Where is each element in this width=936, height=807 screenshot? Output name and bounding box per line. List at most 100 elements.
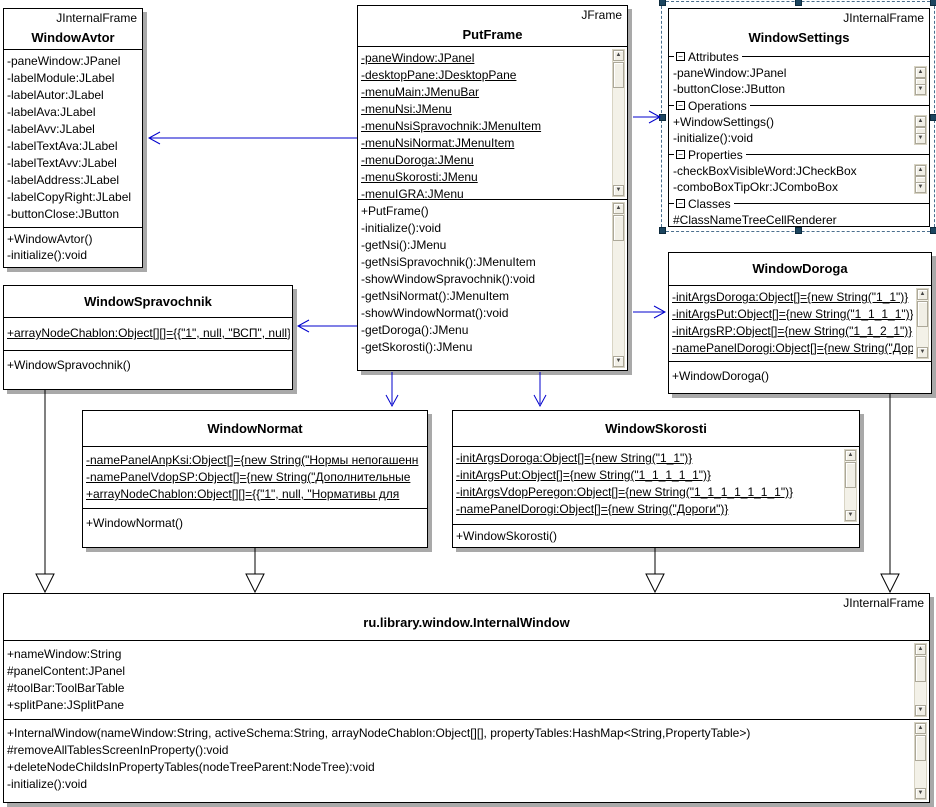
scroll-down-button[interactable]: ▼ <box>917 347 928 358</box>
scroll-up-icon: ▲ <box>917 646 924 652</box>
vertical-scrollbar[interactable]: ▲ ▼ <box>914 66 927 96</box>
attribute-row: #panelContent:JPanel <box>7 664 126 678</box>
attribute-row: -menuSkorosti:JMenu <box>361 170 478 184</box>
section-label: Classes <box>688 196 731 211</box>
attributes-compartment: -initArgsDoroga:Object[]={new String("1_… <box>453 447 859 525</box>
class-box-internalwindow[interactable]: JInternalFrame ru.library.window.Interna… <box>3 593 930 803</box>
class-title: JInternalFrame WindowAvtor <box>4 9 142 50</box>
attribute-row: +nameWindow:String <box>7 647 122 661</box>
section-items: +WindowSettings() -initialize():void ▲ ▼ <box>669 113 929 147</box>
attribute-row: -namePanelDorogi:Object[]={new String("Д… <box>672 341 913 355</box>
selection-handle-bottom-right[interactable] <box>930 227 936 234</box>
scrollbar-thumb[interactable] <box>845 462 856 488</box>
scroll-up-button[interactable]: ▲ <box>915 644 926 655</box>
scroll-up-button[interactable]: ▲ <box>915 165 926 176</box>
collapse-icon[interactable]: − <box>676 52 685 61</box>
vertical-scrollbar[interactable]: ▲ ▼ <box>914 115 927 145</box>
scroll-down-button[interactable]: ▼ <box>915 133 926 144</box>
attribute-row: -labelTextAva:JLabel <box>7 139 118 153</box>
section-header-properties: − Properties <box>669 147 929 162</box>
scroll-up-icon: ▲ <box>615 52 622 58</box>
collapse-icon[interactable]: − <box>676 199 685 208</box>
scroll-up-button[interactable]: ▲ <box>915 116 926 127</box>
methods-compartment: +WindowNormat() <box>83 509 427 547</box>
scrollbar-thumb[interactable] <box>613 215 624 241</box>
scroll-down-button[interactable]: ▼ <box>915 84 926 95</box>
class-name: ru.library.window.InternalWindow <box>363 615 570 630</box>
methods-compartment: +InternalWindow(nameWindow:String, activ… <box>4 720 929 802</box>
method-row: +WindowSpravochnik() <box>7 358 131 372</box>
selection-handle-top-middle[interactable] <box>795 0 802 6</box>
scroll-up-button[interactable]: ▲ <box>845 450 856 461</box>
scroll-down-button[interactable]: ▼ <box>613 356 624 367</box>
selection-handle-right-middle[interactable] <box>930 114 936 121</box>
class-box-putframe[interactable]: JFrame PutFrame -paneWindow:JPanel -desk… <box>357 5 628 371</box>
method-row: -getNsiSpravochnik():JMenuItem <box>361 255 536 269</box>
attribute-row: -labelTextAvv:JLabel <box>7 156 117 170</box>
selection-handle-bottom-middle[interactable] <box>795 227 802 234</box>
attribute-row: -initArgsDoroga:Object[]={new String("1_… <box>456 451 693 465</box>
selection-handle-bottom-left[interactable] <box>659 227 666 234</box>
vertical-scrollbar[interactable]: ▲ ▼ <box>844 449 857 522</box>
attributes-compartment: +arrayNodeChablon:Object[][]={{"1", null… <box>4 318 292 351</box>
scroll-up-button[interactable]: ▲ <box>915 67 926 78</box>
class-box-windowskorosti[interactable]: WindowSkorosti -initArgsDoroga:Object[]=… <box>452 410 860 548</box>
scroll-down-button[interactable]: ▼ <box>845 510 856 521</box>
collapse-icon[interactable]: − <box>676 150 685 159</box>
attribute-row: -labelAva:JLabel <box>7 105 96 119</box>
class-box-windowavtor[interactable]: JInternalFrame WindowAvtor -paneWindow:J… <box>3 8 143 268</box>
scroll-up-button[interactable]: ▲ <box>915 723 926 734</box>
section-label: Operations <box>688 98 747 113</box>
class-box-windowsettings[interactable]: JInternalFrame WindowSettings − Attribut… <box>668 8 930 227</box>
attributes-compartment: -paneWindow:JPanel -labelModule:JLabel -… <box>4 50 142 228</box>
association-putframe-windowspravochnik <box>296 319 357 333</box>
vertical-scrollbar[interactable]: ▲ ▼ <box>914 643 927 717</box>
scroll-up-button[interactable]: ▲ <box>917 289 928 300</box>
association-putframe-windowdoroga <box>633 305 667 319</box>
method-row: -showWindowSpravochnik():void <box>361 272 536 286</box>
scroll-up-button[interactable]: ▲ <box>613 203 624 214</box>
collapse-icon[interactable]: − <box>676 101 685 110</box>
class-title: JFrame PutFrame <box>358 6 627 47</box>
scrollbar-thumb[interactable] <box>915 735 926 761</box>
method-row: +WindowAvtor() <box>7 232 93 246</box>
class-title: WindowSkorosti <box>453 411 859 447</box>
scrollbar-thumb[interactable] <box>915 656 926 682</box>
method-row: +WindowSettings() <box>673 115 775 129</box>
section-header-classes: − Classes <box>669 196 929 211</box>
vertical-scrollbar[interactable]: ▲ ▼ <box>914 164 927 194</box>
divider <box>669 56 674 57</box>
scrollbar-thumb[interactable] <box>613 62 624 88</box>
vertical-scrollbar[interactable]: ▲ ▼ <box>914 722 927 800</box>
vertical-scrollbar[interactable]: ▲ ▼ <box>612 49 625 197</box>
scroll-down-button[interactable]: ▼ <box>915 182 926 193</box>
attribute-row: -menuDoroga:JMenu <box>361 153 474 167</box>
section-items: -checkBoxVisibleWord:JCheckBox -comboBox… <box>669 162 929 196</box>
scroll-up-button[interactable]: ▲ <box>613 50 624 61</box>
attribute-row: -menuNsi:JMenu <box>361 102 452 116</box>
scrollbar-thumb[interactable] <box>917 301 928 327</box>
class-name: WindowSkorosti <box>605 420 707 436</box>
scroll-down-button[interactable]: ▼ <box>613 185 624 196</box>
class-box-windowdoroga[interactable]: WindowDoroga -initArgsDoroga:Object[]={n… <box>668 252 932 394</box>
selection-handle-top-left[interactable] <box>659 0 666 6</box>
class-row: #ClassNameTreeCellRenderer <box>673 213 837 227</box>
class-name: WindowSpravochnik <box>84 293 212 309</box>
class-box-windowspravochnik[interactable]: WindowSpravochnik +arrayNodeChablon:Obje… <box>3 285 293 390</box>
class-box-windownormat[interactable]: WindowNormat -namePanelAnpKsi:Object[]={… <box>82 410 428 548</box>
section-header-operations: − Operations <box>669 98 929 113</box>
vertical-scrollbar[interactable]: ▲ ▼ <box>916 288 929 359</box>
method-row: +WindowSkorosti() <box>456 529 558 543</box>
class-title: WindowNormat <box>83 411 427 447</box>
scroll-up-icon: ▲ <box>917 118 924 124</box>
generalization-windowskorosti-internalwindow <box>645 548 665 594</box>
scroll-down-icon: ▼ <box>917 707 924 713</box>
scroll-down-button[interactable]: ▼ <box>915 788 926 799</box>
selection-handle-left-middle[interactable] <box>659 114 666 121</box>
vertical-scrollbar[interactable]: ▲ ▼ <box>612 202 625 368</box>
scroll-down-button[interactable]: ▼ <box>915 705 926 716</box>
selection-handle-top-right[interactable] <box>930 0 936 6</box>
method-row: -initialize():void <box>7 777 88 791</box>
selection-rectangle <box>659 0 936 234</box>
